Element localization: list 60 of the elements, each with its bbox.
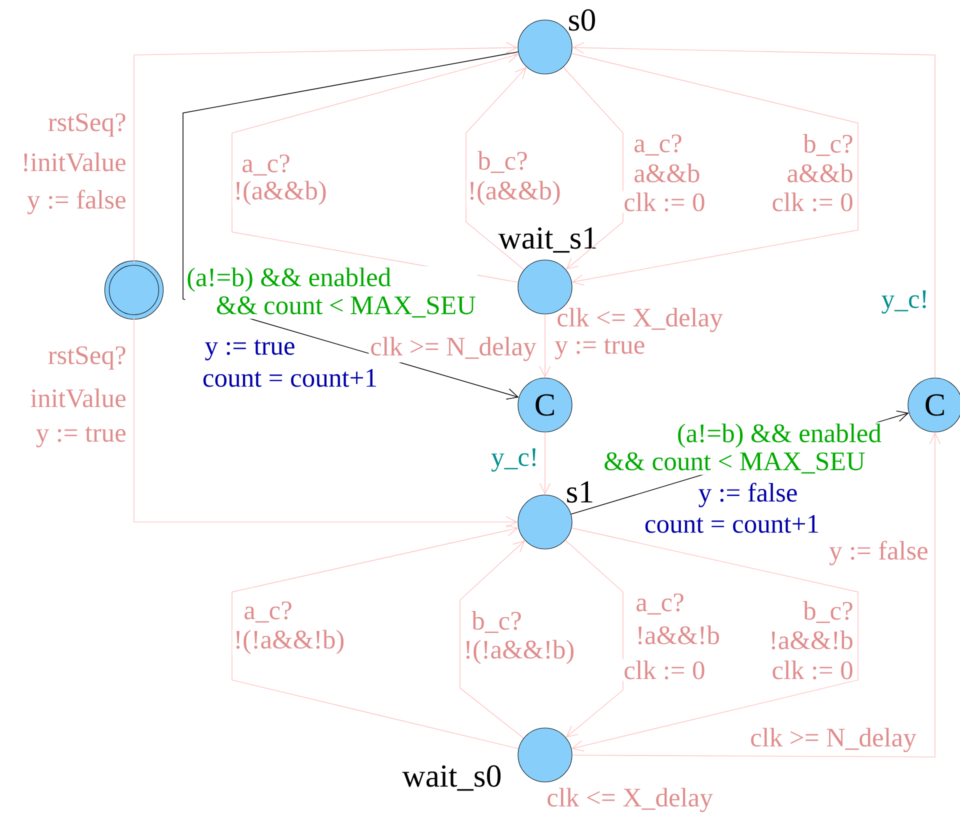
edge-label: count = count+1 (643, 514, 821, 534)
transition-arrow (564, 540, 624, 738)
edge-label: b_c? (476, 150, 530, 174)
edge-label: clk := 0 (770, 191, 855, 213)
initial-location-circle (104, 260, 164, 320)
edge-label: rstSeq? (46, 112, 128, 138)
edge-label: y := true (553, 337, 646, 361)
edge-label: y := true (203, 338, 297, 362)
transition-arrow (466, 67, 527, 270)
edge-label: !(!a&&!b) (462, 638, 576, 666)
edge-label: a_c? (634, 592, 686, 616)
edge-label: a_c? (240, 153, 292, 177)
edge-label: !(a&&b) (232, 180, 328, 206)
edge-label: (a!=b) && enabled && count < MAX_SEU (604, 424, 882, 474)
edge-label: !(!a&&!b) (232, 628, 346, 656)
location-name: s0 (569, 9, 595, 31)
edge-label: clk >= N_delay (748, 726, 918, 754)
edge-label: y := true (34, 425, 128, 449)
transition-arrow (134, 42, 518, 264)
edge-label: a&&b (785, 162, 855, 184)
transition-arrow (232, 524, 519, 750)
transition-arrow (539, 432, 551, 495)
transition-arrow (232, 52, 519, 283)
location-name: s1 (567, 481, 592, 503)
transition-arrow (562, 66, 624, 270)
edge-label: y_c! (490, 447, 540, 473)
transition-arrow (571, 53, 858, 286)
edge-label: initValue (28, 387, 128, 409)
edge-label: y := false (696, 481, 800, 509)
transition-arrow (182, 51, 519, 400)
transition-arrow (572, 432, 941, 758)
location-name: wait_s0 (402, 765, 501, 791)
transition-arrow (460, 540, 525, 739)
edge-label: clk := 0 (622, 191, 707, 213)
transition-arrow (571, 528, 858, 752)
edge-label: clk >= N_delay (368, 336, 538, 362)
edge-label: y_c! (880, 289, 930, 315)
edge-label: !a&&!b (768, 629, 855, 651)
edge-label: y := false (26, 188, 128, 216)
invariant-label: clk <= X_delay (558, 308, 723, 332)
transition-arrow (134, 316, 518, 528)
edge-label: a_c? (632, 133, 684, 157)
edge-label: y := false (828, 539, 930, 567)
edge-label: !initValue (20, 151, 128, 173)
location-name: wait_s1 (498, 227, 596, 253)
edge-label: clk := 0 (622, 659, 707, 681)
edge-label: rstSeq? (46, 345, 128, 371)
invariant-label: clk <= X_delay (548, 788, 713, 812)
edge-label: !a&&!b (634, 624, 722, 646)
edge-label: count = count+1 (201, 368, 379, 388)
edge-label: b_c? (802, 600, 855, 624)
edge-label: clk := 0 (770, 659, 855, 681)
edge-label: (a!=b) && enabled && count < MAX_SEU (188, 268, 476, 318)
edge-label: b_c? (802, 132, 855, 158)
transition-arrow (539, 314, 551, 378)
edge-label: a&&b (632, 162, 702, 184)
transition-arrow (572, 42, 936, 378)
edge-label: a_c? (242, 600, 294, 624)
edge-label: !(a&&b) (466, 180, 562, 206)
edge-label: b_c? (470, 610, 524, 634)
